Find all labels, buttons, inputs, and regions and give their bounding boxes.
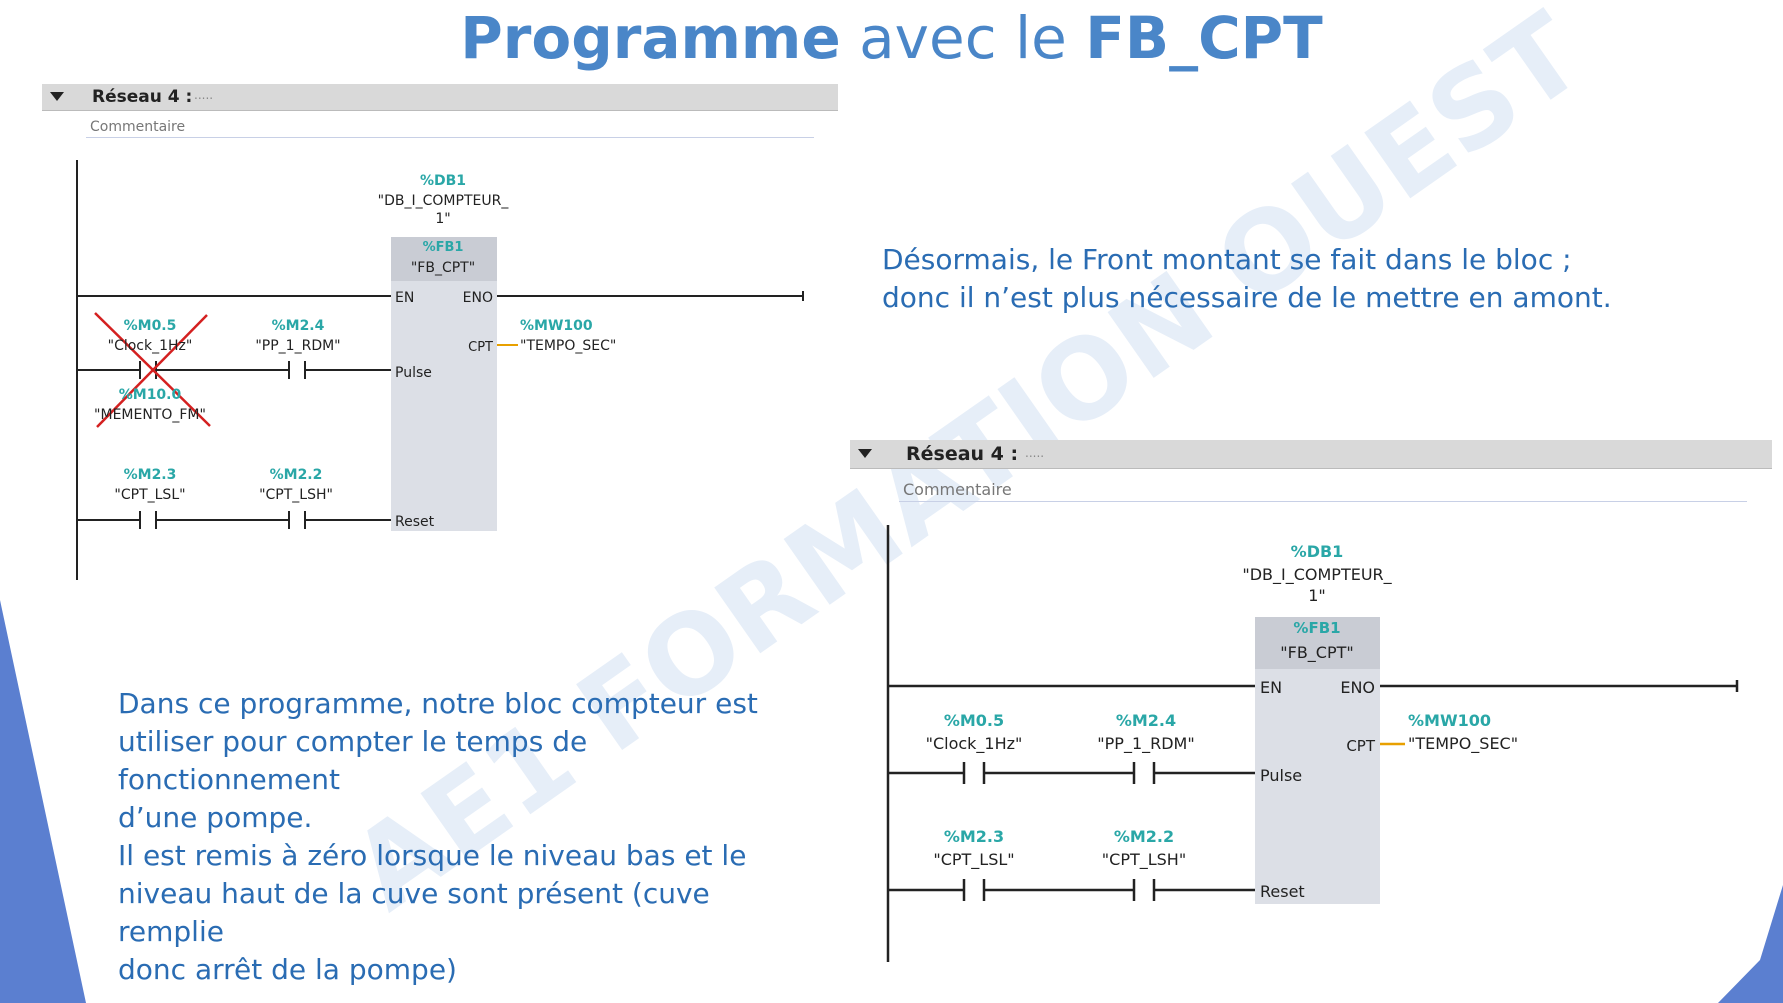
network-right-title: Réseau 4 : — [906, 443, 1019, 465]
db-address: %DB1 — [420, 173, 466, 189]
db-name-line1: "DB_I_COMPTEUR_ — [378, 193, 510, 209]
note-right-line1: Désormais, le Front montant se fait dans… — [882, 243, 1572, 276]
fb-block-left — [391, 237, 497, 531]
db-name-line1: "DB_I_COMPTEUR_ — [1242, 565, 1392, 585]
contact-name: "PP_1_RDM" — [1097, 734, 1194, 754]
network-right-header[interactable]: Réseau 4 : ..... — [850, 440, 1772, 469]
note-left-line: niveau haut de la cuve sont présent (cuv… — [118, 877, 710, 948]
contact-name: "Clock_1Hz" — [108, 338, 193, 354]
pin-eno: ENO — [1340, 678, 1375, 697]
contact-name: "CPT_LSH" — [1102, 850, 1186, 870]
output-name: "TEMPO_SEC" — [1408, 734, 1518, 754]
db-address: %DB1 — [1291, 542, 1344, 561]
contact-address: %M2.4 — [272, 318, 325, 334]
contact-name: "Clock_1Hz" — [926, 734, 1023, 754]
output-name: "TEMPO_SEC" — [520, 338, 616, 354]
title-part1: Programme — [460, 4, 841, 72]
collapse-triangle-icon[interactable] — [858, 449, 872, 458]
note-left-line: utiliser pour compter le temps de foncti… — [118, 725, 588, 796]
pin-reset: Reset — [1260, 882, 1305, 901]
contact-name: "CPT_LSL" — [933, 850, 1014, 870]
network-left-header[interactable]: Réseau 4 : ..... — [42, 84, 838, 111]
fb-address: %FB1 — [1293, 619, 1340, 637]
pin-cpt: CPT — [1346, 737, 1376, 755]
pin-cpt: CPT — [468, 340, 493, 355]
note-left-line: donc arrêt de la pompe) — [118, 953, 457, 986]
note-left: Dans ce programme, notre bloc compteur e… — [118, 685, 818, 989]
contact-address: %M2.2 — [270, 467, 323, 483]
fb-name: "FB_CPT" — [411, 260, 475, 276]
pin-en: EN — [395, 290, 414, 306]
fb-address: %FB1 — [423, 240, 464, 255]
page-title: Programme avec le FB_CPT — [0, 4, 1783, 72]
red-cross-line-2 — [96, 314, 208, 428]
contact-address: %M2.3 — [124, 467, 177, 483]
network-right-title-dots: ..... — [1025, 446, 1045, 460]
note-right-line2: donc il n’est plus nécessaire de le mett… — [882, 281, 1612, 314]
contact-address: %M0.5 — [124, 318, 177, 334]
db-name-line2: 1" — [435, 211, 450, 227]
contact-address: %M2.3 — [944, 827, 1004, 846]
contact-address: %M2.2 — [1114, 827, 1174, 846]
db-name-line2: 1" — [1308, 586, 1326, 605]
note-right: Désormais, le Front montant se fait dans… — [882, 241, 1682, 317]
network-left-title: Réseau 4 : — [92, 87, 193, 107]
network-left-title-dots: ..... — [194, 88, 214, 102]
pin-en: EN — [1260, 678, 1282, 697]
contact-name: "CPT_LSL" — [114, 487, 185, 503]
fb-name: "FB_CPT" — [1280, 643, 1354, 663]
note-left-line: Il est remis à zéro lorsque le niveau ba… — [118, 839, 747, 872]
collapse-triangle-icon[interactable] — [50, 92, 64, 101]
pin-eno: ENO — [463, 290, 493, 306]
note-left-line: d’une pompe. — [118, 801, 313, 834]
network-right-comment[interactable]: Commentaire — [899, 478, 1747, 502]
contact-address: %M10.0 — [119, 387, 182, 403]
contact-address: %M0.5 — [944, 711, 1004, 730]
output-address: %MW100 — [520, 318, 593, 334]
contact-name: "PP_1_RDM" — [255, 338, 340, 354]
pin-pulse: Pulse — [1260, 766, 1302, 785]
title-part2: avec le — [859, 4, 1067, 72]
contact-name: "CPT_LSH" — [259, 487, 333, 503]
output-address: %MW100 — [1408, 711, 1491, 730]
pin-pulse: Pulse — [395, 365, 432, 381]
note-left-line: Dans ce programme, notre bloc compteur e… — [118, 687, 758, 720]
contact-name: "MEMENTO_FM" — [94, 407, 206, 423]
contact-address: %M2.4 — [1116, 711, 1176, 730]
network-left-comment[interactable]: Commentaire — [86, 117, 814, 138]
title-part3: FB_CPT — [1085, 4, 1323, 72]
pin-reset: Reset — [395, 514, 435, 530]
